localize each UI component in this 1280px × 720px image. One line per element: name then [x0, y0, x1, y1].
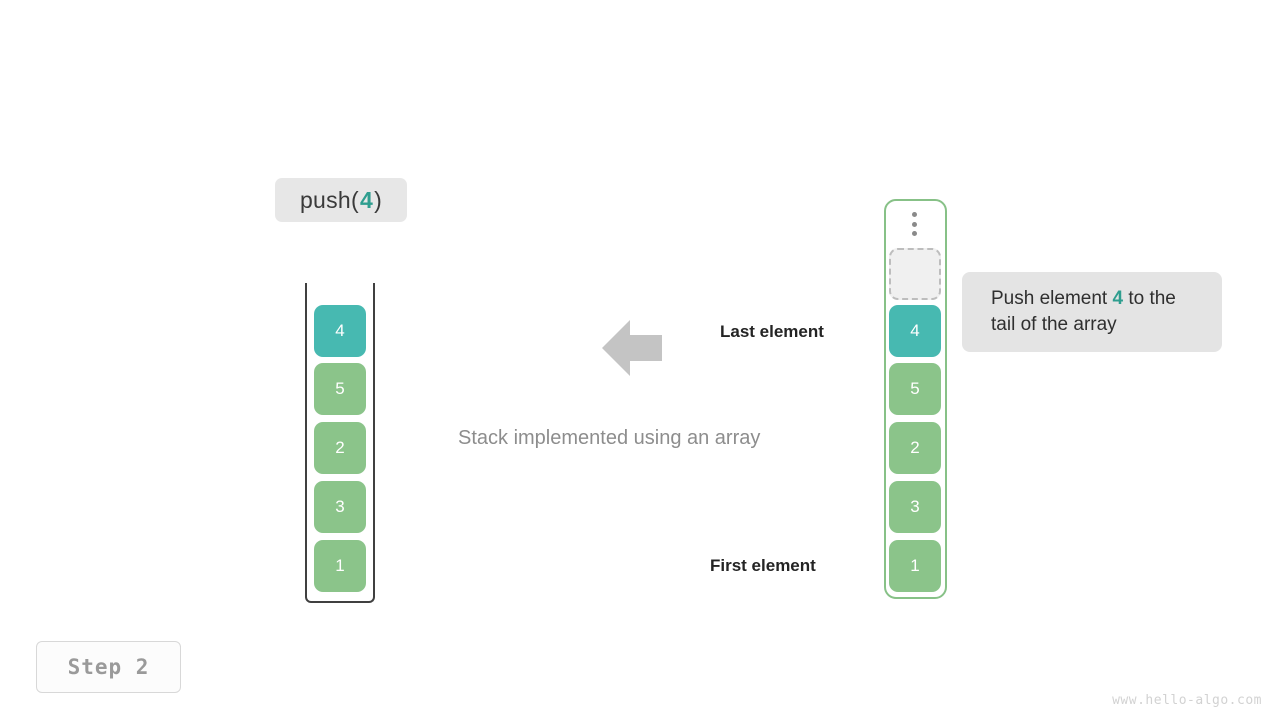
- cell-value: 5: [910, 379, 920, 398]
- watermark: www.hello-algo.com: [1112, 693, 1262, 708]
- operation-prefix: push(: [299, 186, 359, 213]
- tooltip-highlight: 4: [1112, 288, 1124, 309]
- cell-value: 4: [335, 321, 345, 340]
- cell-value: 2: [910, 438, 920, 457]
- ellipsis-dot: [911, 231, 917, 236]
- element-cell: 4: [889, 305, 941, 357]
- element-cell: 1: [314, 540, 366, 592]
- tooltip-text-after: to the tail of the array: [991, 288, 1176, 335]
- cell-value: 4: [910, 321, 920, 340]
- arrow-left-icon: [602, 320, 662, 376]
- cell-value: 3: [335, 497, 345, 516]
- stack-caption: Stack implemented using an array: [458, 427, 761, 449]
- operation-value: 4: [359, 186, 374, 213]
- label-last-element: Last element: [720, 322, 824, 341]
- element-cell: 2: [889, 422, 941, 474]
- step-badge: Step 2: [36, 641, 181, 693]
- vertical-ellipsis-icon: [910, 212, 918, 236]
- element-cell: 5: [314, 363, 366, 415]
- cell-value: 3: [910, 497, 920, 516]
- empty-slot: [889, 248, 941, 300]
- tooltip-text: Push element 4 to the tail of the array: [991, 286, 1194, 338]
- label-first-element: First element: [710, 556, 816, 575]
- cell-value: 2: [335, 438, 345, 457]
- element-cell: 3: [889, 481, 941, 533]
- tooltip-text-before: Push element: [991, 288, 1113, 309]
- element-cell: 2: [314, 422, 366, 474]
- operation-chip: push(4): [275, 178, 407, 222]
- element-cell: 3: [314, 481, 366, 533]
- element-cell: 5: [889, 363, 941, 415]
- ellipsis-dot: [911, 221, 917, 227]
- cell-value: 5: [335, 379, 345, 398]
- ellipsis-dot: [911, 212, 917, 217]
- element-cell: 4: [314, 305, 366, 357]
- operation-suffix: ): [374, 186, 383, 213]
- element-cell: 1: [889, 540, 941, 592]
- cell-value: 1: [910, 556, 920, 575]
- cell-value: 1: [335, 556, 345, 575]
- description-tooltip: Push element 4 to the tail of the array: [962, 272, 1222, 352]
